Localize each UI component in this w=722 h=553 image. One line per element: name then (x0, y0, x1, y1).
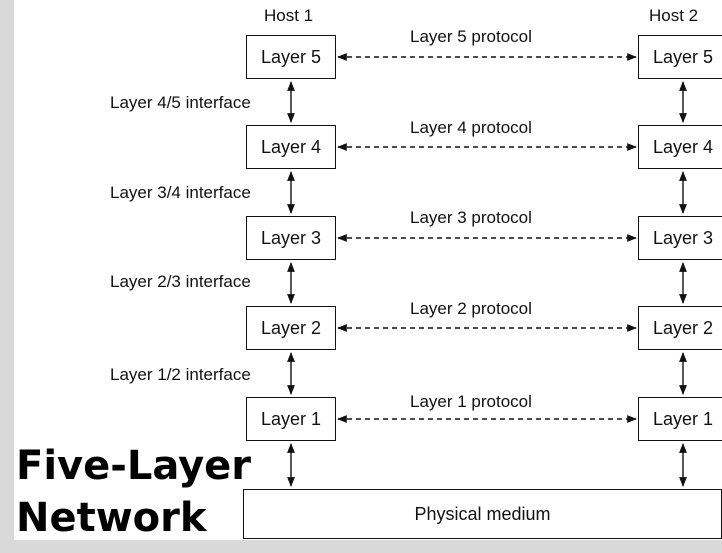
interface-1-2-label: Layer 1/2 interface (110, 365, 251, 384)
host-2-layer-1-label: Layer 1 (652, 408, 714, 429)
physical-medium-box: Physical medium (243, 489, 722, 539)
host-2-layer-5-box: Layer 5 (638, 35, 722, 79)
host-2-layer-3-label: Layer 3 (652, 227, 714, 248)
host-1-layer-3-label: Layer 3 (260, 227, 322, 248)
host-1-layer-5-label: Layer 5 (260, 46, 322, 67)
host-1-layer-1-label: Layer 1 (260, 408, 322, 429)
host-2-layer-3-box: Layer 3 (638, 216, 722, 260)
title-line-1: Five-Layer (16, 443, 252, 489)
host-1-layer-2-box: Layer 2 (246, 306, 336, 350)
diagram-paper (14, 0, 722, 540)
host-1-layer-3-box: Layer 3 (246, 216, 336, 260)
host-2-layer-2-label: Layer 2 (652, 317, 714, 338)
host-2-layer-4-box: Layer 4 (638, 125, 722, 169)
interface-2-3-label: Layer 2/3 interface (110, 272, 251, 291)
layer-4-protocol-label: Layer 4 protocol (410, 118, 532, 137)
host-1-layer-1-box: Layer 1 (246, 397, 336, 441)
host-2-layer-4-label: Layer 4 (652, 136, 714, 157)
interface-4-5-label: Layer 4/5 interface (110, 93, 251, 112)
title-line-2: Network (16, 495, 207, 541)
host-1-layer-2-label: Layer 2 (260, 317, 322, 338)
host-1-layer-5-box: Layer 5 (246, 35, 336, 79)
layer-2-protocol-label: Layer 2 protocol (410, 299, 532, 318)
host-1-label: Host 1 (264, 6, 314, 25)
host-2-layer-1-box: Layer 1 (638, 397, 722, 441)
layer-3-protocol-label: Layer 3 protocol (410, 208, 532, 227)
host-2-layer-2-box: Layer 2 (638, 306, 722, 350)
layer-5-protocol-label: Layer 5 protocol (410, 27, 532, 46)
host-1-layer-4-label: Layer 4 (260, 136, 322, 157)
host-2-label: Host 2 (649, 6, 699, 25)
interface-3-4-label: Layer 3/4 interface (110, 183, 251, 202)
host-1-layer-4-box: Layer 4 (246, 125, 336, 169)
host-2-layer-5-label: Layer 5 (652, 46, 714, 67)
physical-medium-label: Physical medium (414, 503, 551, 524)
layer-1-protocol-label: Layer 1 protocol (410, 392, 532, 411)
